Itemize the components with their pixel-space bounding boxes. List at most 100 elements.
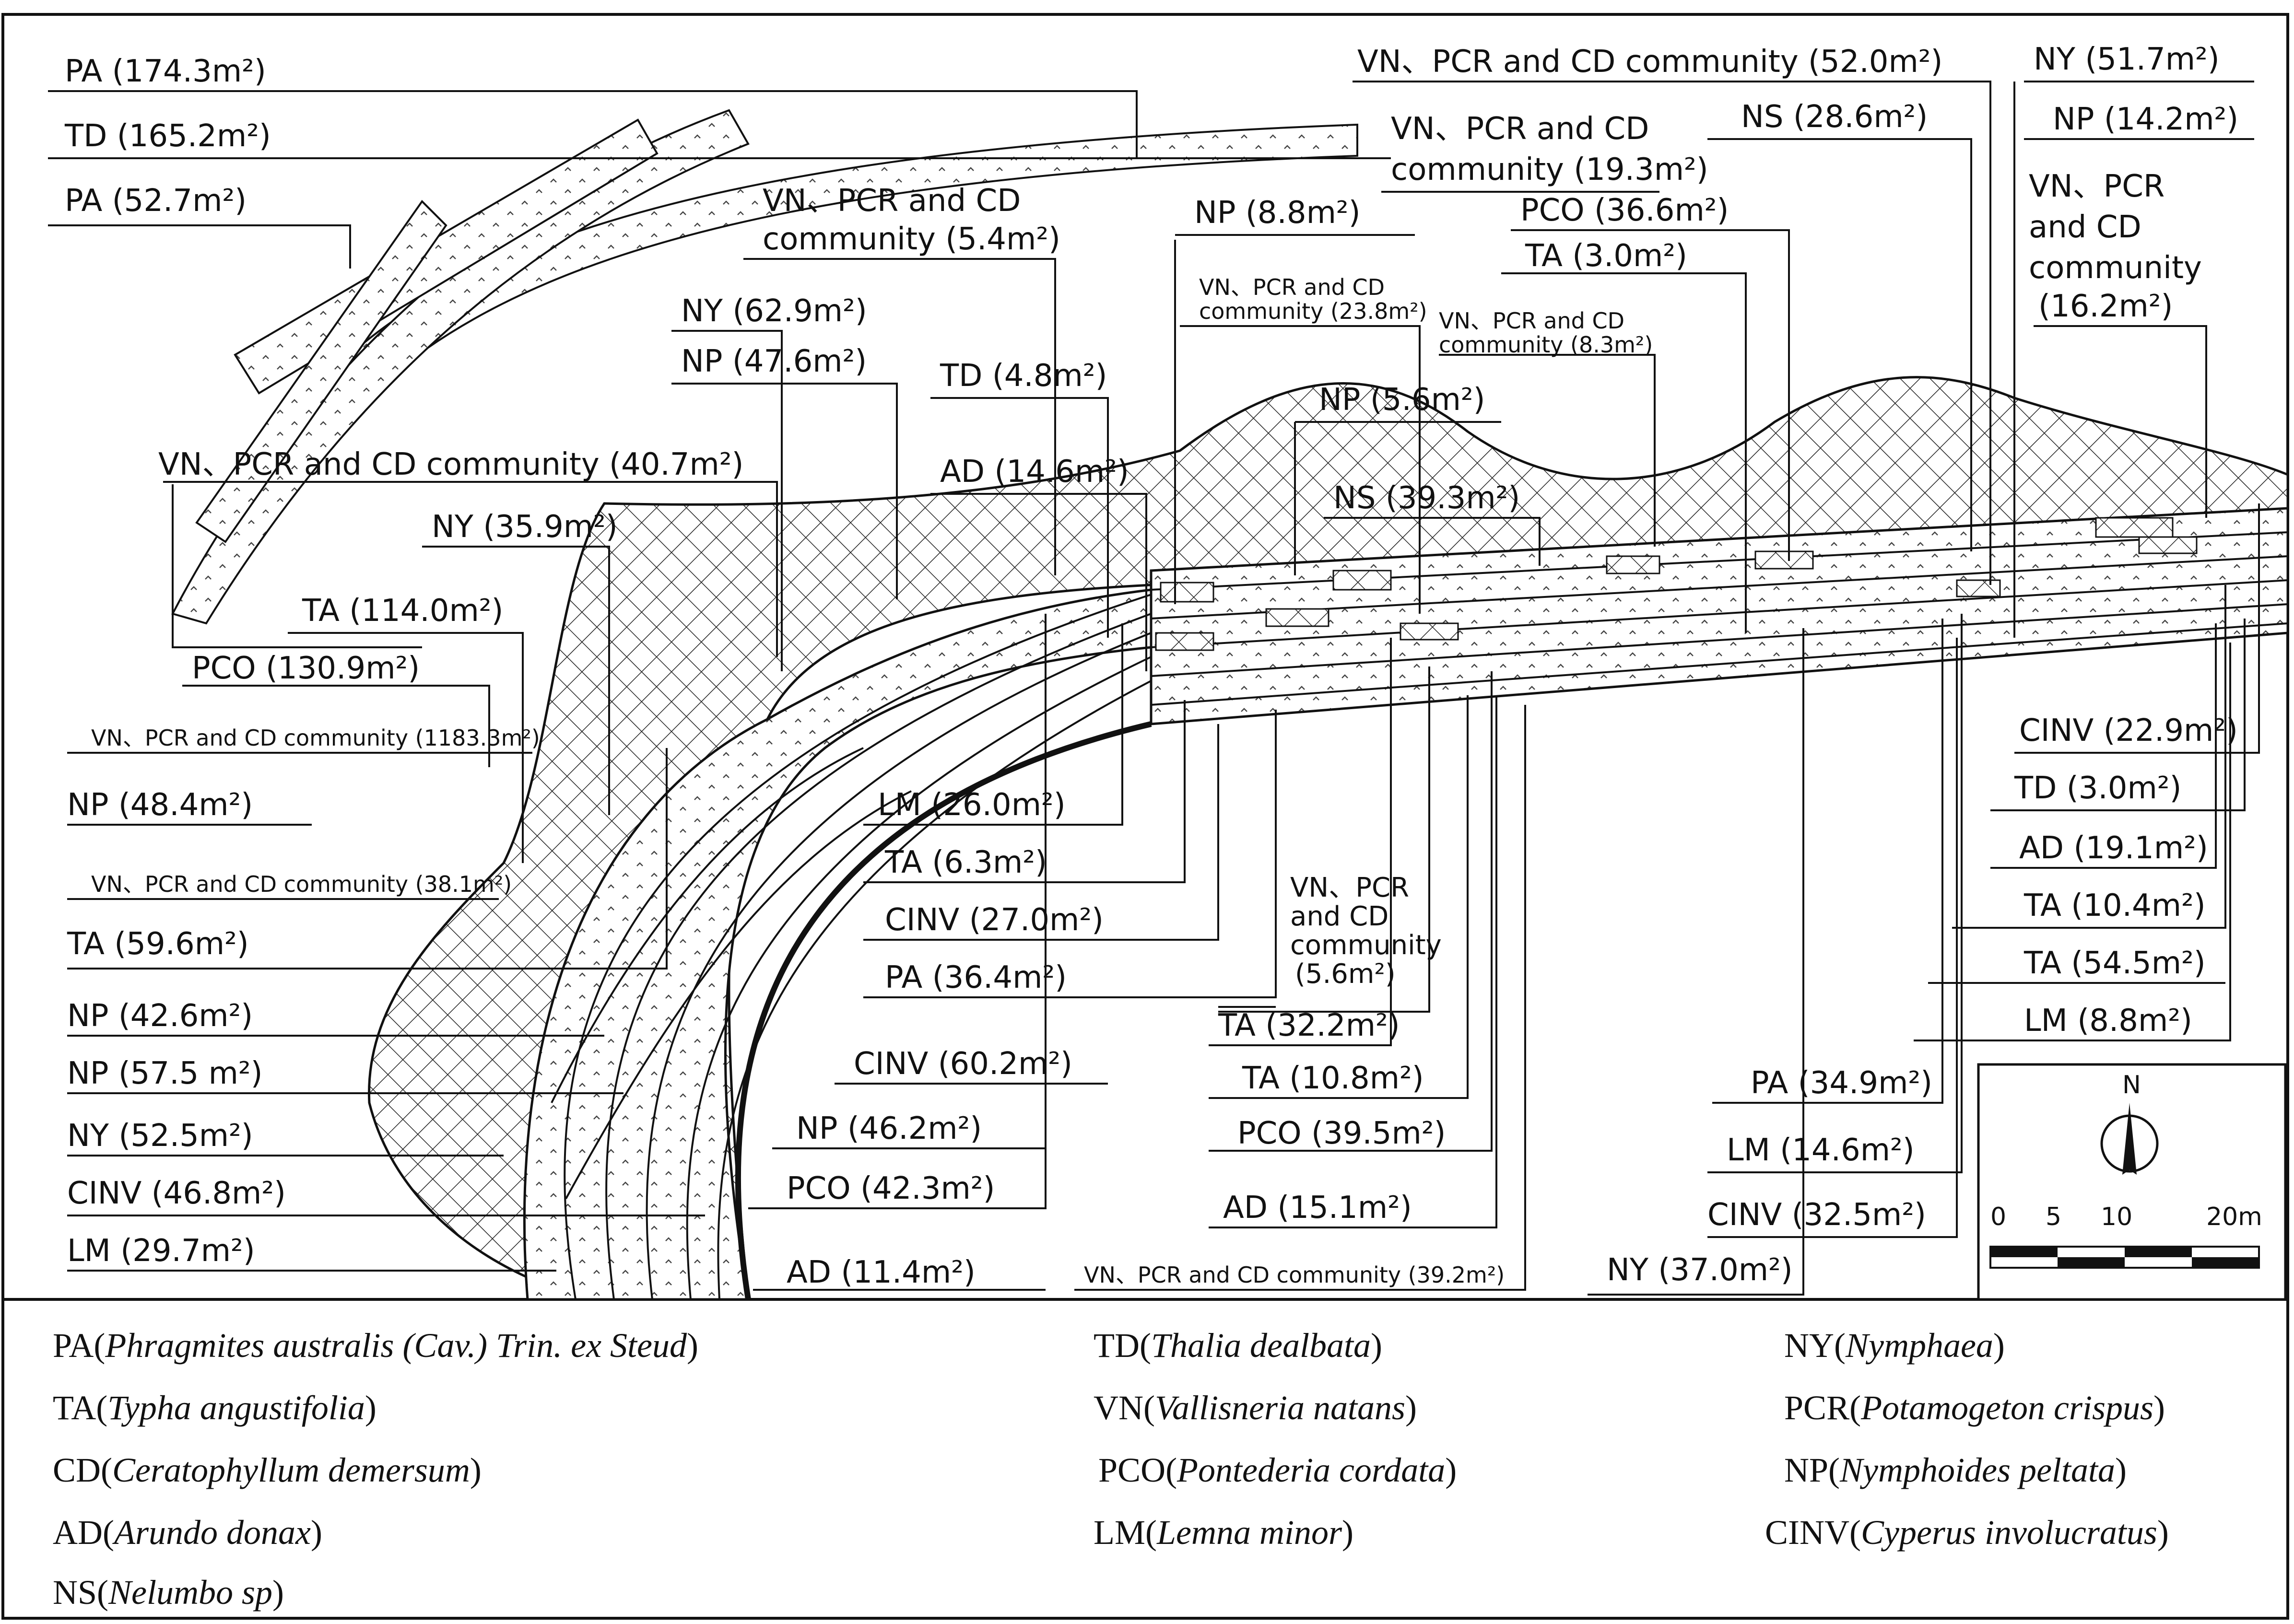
label-vn-16-b: and CD <box>2029 210 2141 245</box>
scale-tick-5: 5 <box>2046 1203 2061 1231</box>
compass-scale-box: N 0 5 10 20m <box>1977 1063 2287 1301</box>
label-ad-15: AD (15.1m²) <box>1223 1190 1412 1226</box>
legend-ta: TA(Typha angustifolia) <box>53 1389 376 1427</box>
label-ny-35: NY (35.9m²) <box>432 509 618 545</box>
label-pco-39: PCO (39.5m²) <box>1237 1116 1446 1151</box>
label-lm-8: LM (8.8m²) <box>2024 1003 2192 1039</box>
plant-labels: PA (174.3m²) TD (165.2m²) PA (52.7m²) VN… <box>64 42 2238 1290</box>
label-ny-62: NY (62.9m²) <box>681 293 867 329</box>
label-cinv-46: CINV (46.8m²) <box>67 1176 286 1211</box>
north-arrow-icon <box>2122 1103 2137 1175</box>
label-np-48: NP (48.4m²) <box>67 787 253 823</box>
label-lm-14: LM (14.6m²) <box>1727 1133 1915 1168</box>
hatched-region <box>368 376 2289 1301</box>
legend-pcr: PCR(Potamogeton crispus) <box>1784 1389 2165 1427</box>
label-cinv-60: CINV (60.2m²) <box>854 1046 1072 1082</box>
label-ta-54: TA (54.5m²) <box>2023 946 2206 981</box>
label-ny-51: NY (51.7m²) <box>2034 42 2220 77</box>
label-np-46: NP (46.2m²) <box>796 1111 982 1146</box>
label-ta-114: TA (114.0m²) <box>302 593 503 629</box>
scale-bar <box>1989 1246 2260 1269</box>
label-ny-37: NY (37.0m²) <box>1607 1252 1793 1288</box>
label-np-14: NP (14.2m²) <box>2053 102 2238 137</box>
label-ad-19: AD (19.1m²) <box>2019 830 2208 866</box>
label-vn-5-4-b: community (5.4m²) <box>763 222 1060 257</box>
label-vn-8-b: community (8.3m²) <box>1439 332 1653 358</box>
legend-cd: CD(Ceratophyllum demersum) <box>53 1451 482 1489</box>
label-cinv-32: CINV (32.5m²) <box>1707 1197 1926 1233</box>
label-vn-19-b: community (19.3m²) <box>1391 152 1708 187</box>
label-np-8: NP (8.8m²) <box>1194 195 1361 231</box>
label-vn-8-a: VN、PCR and CD <box>1439 308 1624 334</box>
strip-band <box>1150 507 2289 725</box>
label-pa-52: PA (52.7m²) <box>65 183 247 219</box>
species-legend: PA(Phragmites australis (Cav.) Trin. ex … <box>53 1326 2169 1612</box>
label-pa-174: PA (174.3m²) <box>65 54 266 89</box>
north-label: N <box>2122 1071 2141 1099</box>
label-ta-59: TA (59.6m²) <box>67 926 249 962</box>
label-ta-10-4: TA (10.4m²) <box>2023 888 2206 923</box>
label-vn-19-a: VN、PCR and CD <box>1391 111 1649 147</box>
label-np-47: NP (47.6m²) <box>681 344 867 379</box>
legend-np: NP(Nymphoides peltata) <box>1784 1451 2127 1489</box>
label-vn-23-a: VN、PCR and CD <box>1199 274 1385 300</box>
legend-pa: PA(Phragmites australis (Cav.) Trin. ex … <box>53 1326 698 1365</box>
label-td-3: TD (3.0m²) <box>2014 771 2181 806</box>
legend-td: TD(Thalia dealbata) <box>1094 1326 1382 1365</box>
label-lm-29: LM (29.7m²) <box>67 1233 255 1269</box>
label-ad-14: AD (14.6m²) <box>940 454 1129 490</box>
label-vn-16-c: community <box>2029 250 2202 286</box>
label-vn-40: VN、PCR and CD community (40.7m²) <box>158 447 744 482</box>
strip-pa-small <box>195 199 447 543</box>
label-pa-36: PA (36.4m²) <box>885 960 1067 995</box>
label-pa-34: PA (34.9m²) <box>1751 1065 1932 1101</box>
label-lm-26: LM (26.0m²) <box>878 787 1066 823</box>
scale-tick-10: 10 <box>2101 1203 2132 1231</box>
label-pco-36: PCO (36.6m²) <box>1520 193 1729 228</box>
label-vn-5-4-a: VN、PCR and CD <box>763 183 1021 219</box>
label-ad-11: AD (11.4m²) <box>787 1255 976 1290</box>
label-vn-52: VN、PCR and CD community (52.0m²) <box>1357 44 1943 80</box>
scale-tick-20: 20m <box>2206 1203 2262 1231</box>
label-td-4: TD (4.8m²) <box>940 358 1107 394</box>
legend-ns: NS(Nelumbo sp) <box>53 1573 284 1612</box>
label-vn-16-a: VN、PCR <box>2029 169 2165 204</box>
label-ta-3: TA (3.0m²) <box>1525 238 1687 274</box>
label-pco-130: PCO (130.9m²) <box>192 651 420 686</box>
scale-tick-0: 0 <box>1990 1203 2006 1231</box>
label-cinv-27: CINV (27.0m²) <box>885 902 1104 938</box>
label-vn-5-6-b: and CD <box>1290 901 1388 932</box>
label-ta-6: TA (6.3m²) <box>884 845 1047 880</box>
shoreline <box>735 721 1152 1300</box>
legend-vn: VN(Vallisneria natans) <box>1094 1389 1417 1427</box>
label-np-5: NP (5.6m²) <box>1319 382 1485 418</box>
label-ns-39: NS (39.3m²) <box>1333 480 1520 516</box>
label-vn-5-6-d: (5.6m²) <box>1295 958 1396 990</box>
label-vn-39: VN、PCR and CD community (39.2m²) <box>1084 1262 1505 1288</box>
map-area <box>171 109 2289 1301</box>
outer-border <box>1 13 2289 1620</box>
legend-ny: NY(Nymphaea) <box>1784 1326 2005 1365</box>
legend-pco: PCO(Pontederia cordata) <box>1098 1451 1457 1489</box>
label-vn-5-6-a: VN、PCR <box>1290 872 1409 903</box>
label-vn-16-d: (16.2m²) <box>2038 289 2173 324</box>
label-vn-5-6-c: community <box>1290 930 1442 961</box>
label-vn-38: VN、PCR and CD community (38.1m²) <box>91 871 512 897</box>
label-ta-32: TA (32.2m²) <box>1218 1008 1400 1043</box>
legend-lm: LM(Lemna minor) <box>1094 1513 1353 1552</box>
label-td-165: TD (165.2m²) <box>64 118 271 154</box>
label-np-57: NP (57.5 m²) <box>67 1056 263 1091</box>
label-vn-1183: VN、PCR and CD community (1183.3m²) <box>91 725 540 751</box>
label-np-42: NP (42.6m²) <box>67 998 253 1034</box>
label-ta-10-8: TA (10.8m²) <box>1242 1061 1424 1096</box>
dotted-fan <box>523 588 1153 1301</box>
legend-cinv: CINV(Cyperus involucratus) <box>1765 1513 2169 1552</box>
label-vn-23-b: community (23.8m²) <box>1199 298 1427 324</box>
label-ns-28: NS (28.6m²) <box>1741 99 1928 135</box>
label-pco-42: PCO (42.3m²) <box>787 1171 995 1206</box>
label-ny-52: NY (52.5m²) <box>67 1118 253 1154</box>
leader-lines <box>48 81 2260 1296</box>
label-cinv-22: CINV (22.9m²) <box>2019 713 2238 748</box>
legend-ad: AD(Arundo donax) <box>53 1513 322 1552</box>
